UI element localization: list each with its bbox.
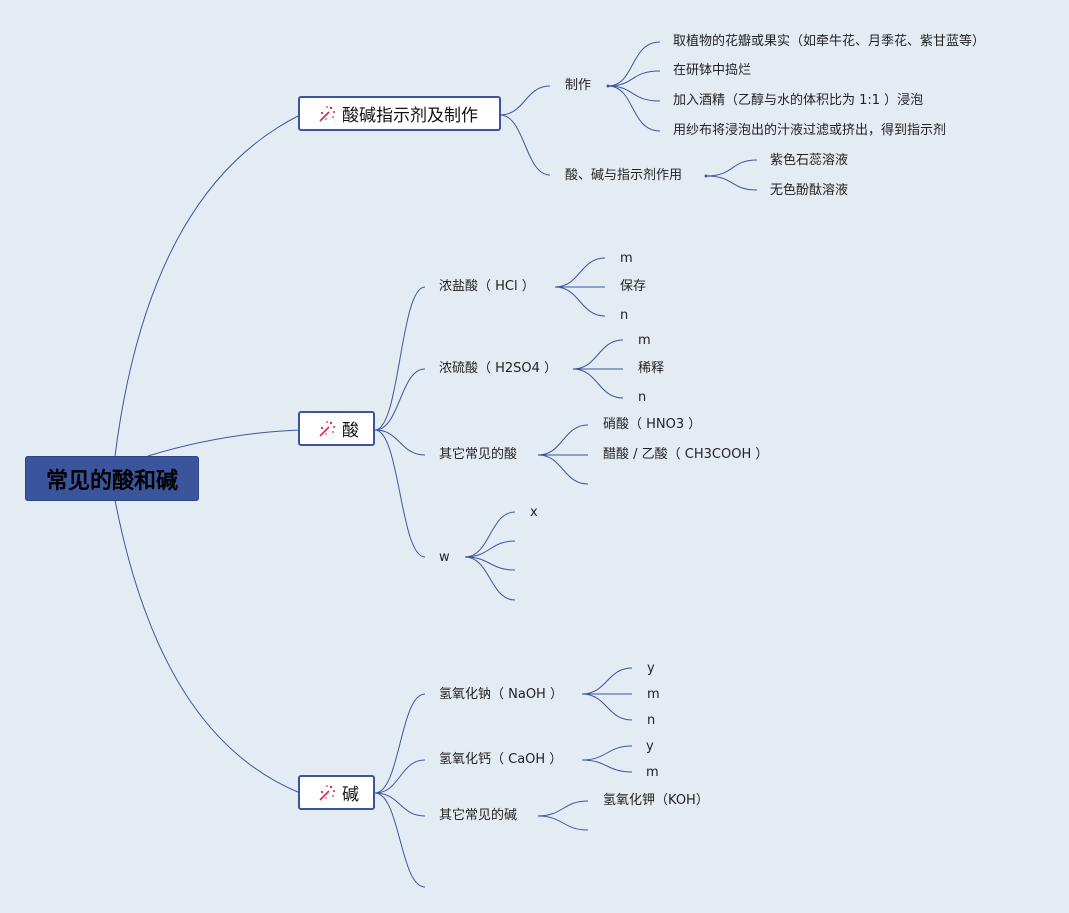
node-indicator-item[interactable]: 无色酚酞溶液 bbox=[770, 183, 849, 198]
node-hcl-item[interactable]: 保存 bbox=[620, 279, 647, 294]
link-root-acid bbox=[147, 429, 301, 457]
node-making[interactable]: 制作 bbox=[565, 78, 592, 93]
branch-acid[interactable]: 酸 bbox=[298, 411, 375, 446]
link-root-base bbox=[114, 499, 301, 794]
node-making-step[interactable]: 加入酒精（乙醇与水的体积比为 1:1 ）浸泡 bbox=[673, 93, 924, 108]
node-hcl-item[interactable]: m bbox=[620, 251, 633, 266]
magic-wand-icon bbox=[319, 420, 335, 437]
node-caoh-item[interactable]: m bbox=[646, 765, 659, 780]
node-making-step[interactable]: 取植物的花瓣或果实（如牵牛花、月季花、紫甘蓝等） bbox=[673, 34, 986, 49]
node-other-acid-item[interactable]: 硝酸（ HNO3 ） bbox=[603, 417, 702, 432]
node-other-acid[interactable]: 其它常见的酸 bbox=[439, 447, 518, 462]
node-indicator-item[interactable]: 紫色石蕊溶液 bbox=[770, 153, 849, 168]
root-label: 常见的酸和碱 bbox=[45, 468, 178, 494]
node-h2so4[interactable]: 浓硫酸（ H2SO4 ） bbox=[439, 361, 558, 376]
branch-indicator-label: 酸碱指示剂及制作 bbox=[342, 106, 478, 126]
node-w[interactable]: w bbox=[439, 550, 450, 565]
node-making-step[interactable]: 用纱布将浸泡出的汁液过滤或挤出，得到指示剂 bbox=[673, 123, 947, 138]
node-h2so4-item[interactable]: 稀释 bbox=[638, 361, 665, 376]
branch-acid-label: 酸 bbox=[342, 421, 359, 441]
node-indicator-action[interactable]: 酸、碱与指示剂作用 bbox=[565, 168, 683, 183]
node-other-acid-item[interactable]: 醋酸 / 乙酸（ CH3COOH ） bbox=[603, 447, 769, 462]
branch-base[interactable]: 碱 bbox=[298, 775, 375, 810]
magic-wand-icon bbox=[319, 105, 335, 122]
node-caoh[interactable]: 氢氧化钙（ CaOH ） bbox=[439, 752, 563, 767]
node-naoh[interactable]: 氢氧化钠（ NaOH ） bbox=[439, 687, 563, 702]
node-making-step[interactable]: 在研钵中捣烂 bbox=[673, 63, 752, 78]
node-w-item[interactable]: x bbox=[530, 505, 538, 520]
node-other-base[interactable]: 其它常见的碱 bbox=[439, 808, 518, 823]
node-naoh-item[interactable]: m bbox=[647, 687, 660, 702]
node-hcl-item[interactable]: n bbox=[620, 308, 629, 323]
branch-base-label: 碱 bbox=[342, 785, 359, 805]
node-caoh-item[interactable]: y bbox=[646, 739, 654, 754]
link-root-indicator bbox=[114, 114, 301, 457]
node-h2so4-item[interactable]: n bbox=[638, 390, 647, 405]
node-h2so4-item[interactable]: m bbox=[638, 333, 651, 348]
branch-indicator[interactable]: 酸碱指示剂及制作 bbox=[298, 96, 501, 131]
node-naoh-item[interactable]: y bbox=[647, 661, 655, 676]
magic-wand-icon bbox=[319, 784, 335, 801]
node-other-base-item[interactable]: 氢氧化钾（KOH） bbox=[603, 793, 709, 808]
node-naoh-item[interactable]: n bbox=[647, 713, 656, 728]
node-hcl[interactable]: 浓盐酸（ HCl ） bbox=[439, 279, 535, 294]
root-node[interactable]: 常见的酸和碱 bbox=[25, 456, 199, 501]
